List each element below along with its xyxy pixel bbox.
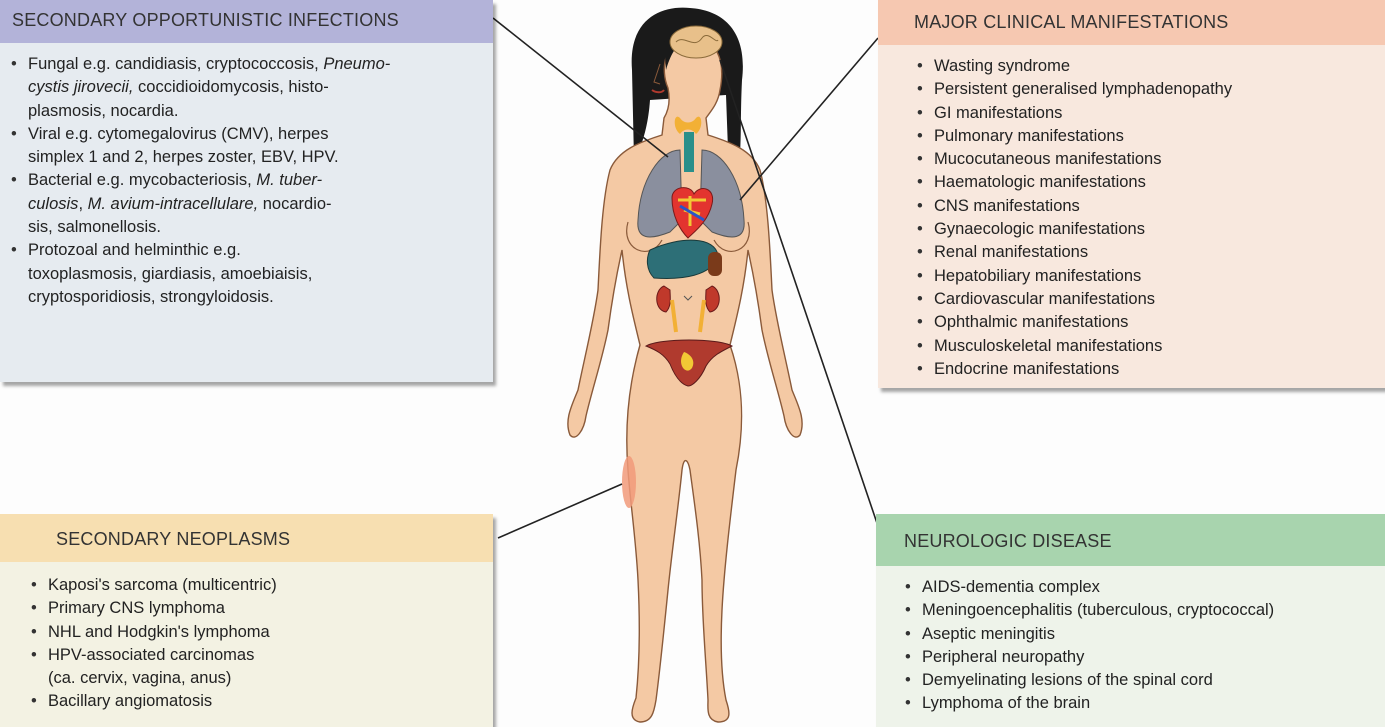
list-item: CNS manifestations bbox=[912, 195, 1385, 218]
list-item: HPV-associated carcinomas (ca. cervix, v… bbox=[26, 644, 493, 691]
spleen bbox=[708, 252, 722, 276]
panel-title: NEUROLOGIC DISEASE bbox=[876, 514, 1385, 566]
panel-title: MAJOR CLINICAL MANIFESTATIONS bbox=[878, 0, 1385, 45]
list-item: Demyelinating lesions of the spinal cord bbox=[900, 669, 1385, 692]
hair bbox=[632, 8, 743, 170]
body-silhouette bbox=[568, 36, 802, 722]
connector-sn bbox=[498, 484, 622, 538]
list-item: Kaposi's sarcoma (multicentric) bbox=[26, 574, 493, 597]
list-item: NHL and Hodgkin's lymphoma bbox=[26, 621, 493, 644]
lung-right bbox=[638, 150, 682, 237]
list-item: Musculoskeletal manifestations bbox=[912, 335, 1385, 358]
connector-soi bbox=[493, 18, 668, 157]
heart bbox=[672, 188, 713, 238]
list-item: Lymphoma of the brain bbox=[900, 692, 1385, 715]
list-item: Wasting syndrome bbox=[912, 55, 1385, 78]
kaposi-lesion bbox=[622, 456, 636, 508]
list-item: Bacterial e.g. mycobacteriosis, M. tuber… bbox=[6, 169, 485, 239]
kidney-left bbox=[706, 286, 720, 312]
hair-front bbox=[664, 27, 724, 70]
panel-title: SECONDARY OPPORTUNISTIC INFECTIONS bbox=[0, 0, 493, 43]
trachea bbox=[684, 132, 694, 172]
list-item: Protozoal and helminthic e.g. toxoplasmo… bbox=[6, 239, 485, 309]
lung-left bbox=[700, 150, 744, 237]
uterus bbox=[646, 340, 732, 386]
list-item: Haematologic manifestations bbox=[912, 171, 1385, 194]
list-item: AIDS-dementia complex bbox=[900, 576, 1385, 599]
list-item: GI manifestations bbox=[912, 102, 1385, 125]
list-item: Meningoencephalitis (tuberculous, crypto… bbox=[900, 599, 1385, 622]
list-item: Viral e.g. cytomegalovirus (CMV), herpes… bbox=[6, 123, 485, 170]
neurologic-disease-panel: NEUROLOGIC DISEASE AIDS-dementia complex… bbox=[876, 514, 1385, 727]
major-clinical-manifestations-panel: MAJOR CLINICAL MANIFESTATIONS Wasting sy… bbox=[878, 0, 1385, 388]
list-item: Endocrine manifestations bbox=[912, 358, 1385, 381]
secondary-neoplasms-panel: SECONDARY NEOPLASMS Kaposi's sarcoma (mu… bbox=[0, 514, 493, 727]
list-item: Cardiovascular manifestations bbox=[912, 288, 1385, 311]
list-item: Gynaecologic manifestations bbox=[912, 218, 1385, 241]
list-item: Hepatobiliary manifestations bbox=[912, 265, 1385, 288]
list-item: Renal manifestations bbox=[912, 241, 1385, 264]
connector-nd bbox=[720, 60, 880, 532]
liver bbox=[647, 240, 718, 278]
list-item: Bacillary angiomatosis bbox=[26, 690, 493, 713]
list-item: Ophthalmic manifestations bbox=[912, 311, 1385, 334]
secondary-opportunistic-infections-panel: SECONDARY OPPORTUNISTIC INFECTIONS Funga… bbox=[0, 0, 493, 382]
kidney-right bbox=[657, 286, 671, 312]
brain bbox=[670, 26, 722, 58]
thyroid bbox=[675, 117, 702, 134]
list-item: Peripheral neuropathy bbox=[900, 646, 1385, 669]
connector-mcm bbox=[740, 38, 878, 200]
panel-title: SECONDARY NEOPLASMS bbox=[0, 514, 493, 562]
list-item: Fungal e.g. candidiasis, cryptococcosis,… bbox=[6, 53, 485, 123]
list-item: Mucocutaneous manifestations bbox=[912, 148, 1385, 171]
list-item: Pulmonary manifestations bbox=[912, 125, 1385, 148]
list-item: Aseptic meningitis bbox=[900, 623, 1385, 646]
list-item: Primary CNS lymphoma bbox=[26, 597, 493, 620]
list-item: Persistent generalised lymphadenopathy bbox=[912, 78, 1385, 101]
